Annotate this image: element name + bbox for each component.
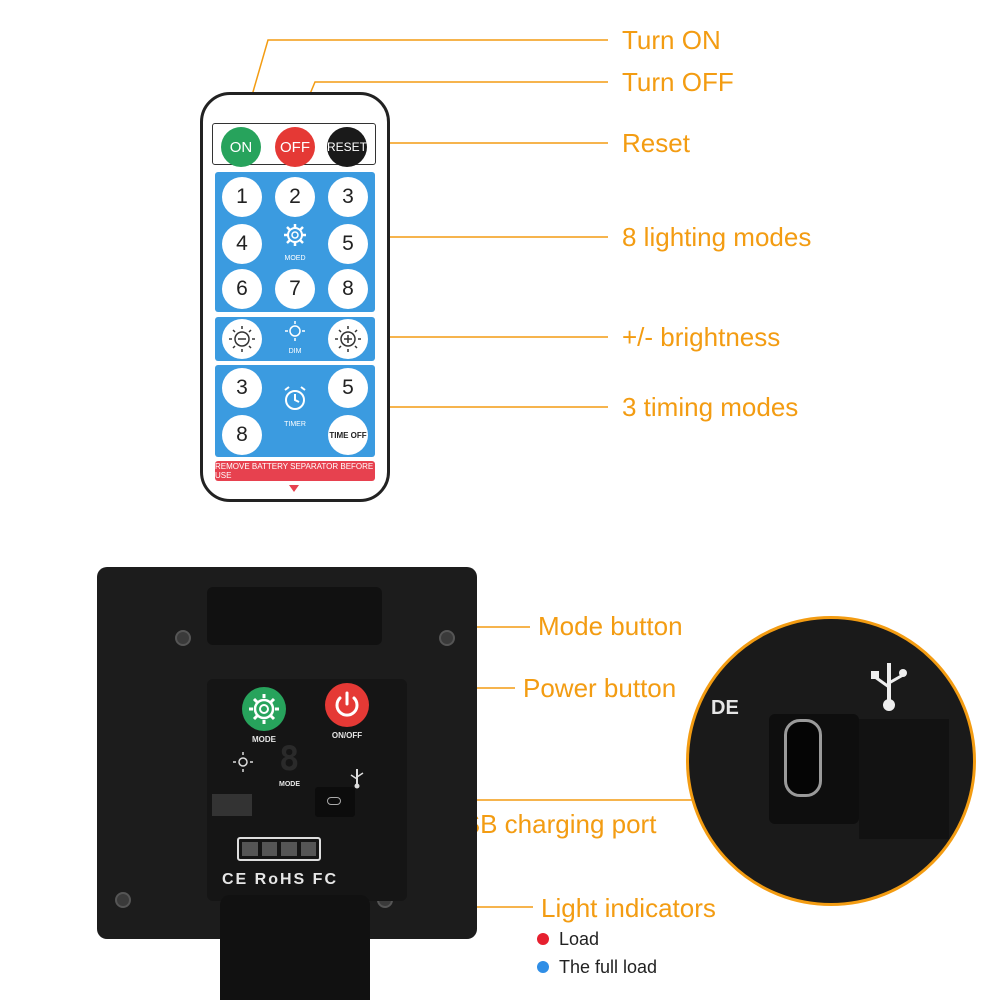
usb-c-port-icon[interactable] xyxy=(327,797,341,805)
battery-warning: REMOVE BATTERY SEPARATOR BEFORE USE xyxy=(215,461,375,481)
off-button[interactable]: OFF xyxy=(275,127,315,167)
mode-key-4[interactable]: 4 xyxy=(222,224,262,264)
dim-caption: DIM xyxy=(288,348,302,355)
callout-mode-button: Mode button xyxy=(538,611,683,641)
mode-caption: MOED xyxy=(284,255,306,262)
usb-icon xyxy=(871,663,907,711)
power-icon xyxy=(335,691,359,717)
timer-key-5[interactable]: 5 xyxy=(328,368,368,408)
closeup-mode-text: DE xyxy=(711,697,739,719)
closeup-cover xyxy=(859,719,949,839)
usb-icon xyxy=(350,769,364,789)
gear-icon xyxy=(249,694,279,724)
mode-button[interactable] xyxy=(242,687,286,731)
digit-caption: MODE xyxy=(279,781,300,788)
callout-turn-on: Turn ON xyxy=(622,25,721,55)
sun-icon xyxy=(233,752,253,772)
brightness-panel: DIM xyxy=(215,317,375,361)
light-controller: MODE ON/OFF 8 MODE CE RoH xyxy=(97,567,477,939)
callout-power-button: Power button xyxy=(523,673,677,703)
time-off-button[interactable]: TIME OFF xyxy=(328,415,368,455)
timer-key-3[interactable]: 3 xyxy=(222,368,262,408)
screw xyxy=(439,630,455,646)
reset-button[interactable]: RESET xyxy=(327,127,367,167)
callout-timing-modes: 3 timing modes xyxy=(622,392,799,422)
mount-clip xyxy=(207,587,382,645)
callout-turn-off: Turn OFF xyxy=(622,67,734,97)
legend-full-load: The full load xyxy=(559,957,658,977)
control-panel: MODE ON/OFF 8 MODE CE RoH xyxy=(207,679,407,901)
brightness-up-button[interactable] xyxy=(328,319,368,359)
mode-key-8[interactable]: 8 xyxy=(328,269,368,309)
sun-plus-icon xyxy=(335,326,361,352)
sun-minus-icon xyxy=(229,326,255,352)
screw xyxy=(175,630,191,646)
power-button-label: ON/OFF xyxy=(331,731,363,740)
callout-light-indicators: Light indicators xyxy=(541,893,716,923)
legend-full-load-dot xyxy=(537,961,549,973)
timer-panel: 3 TIMER 5 8 TIME OFF xyxy=(215,365,375,457)
usb-c-port-cover xyxy=(315,787,355,817)
brightness-down-button[interactable] xyxy=(222,319,262,359)
callout-brightness: +/- brightness xyxy=(622,322,781,352)
mode-key-2[interactable]: 2 xyxy=(275,177,315,217)
mode-key-1[interactable]: 1 xyxy=(222,177,262,217)
alarm-clock-icon xyxy=(284,386,306,410)
legend-load-dot xyxy=(537,933,549,945)
callout-reset: Reset xyxy=(622,128,690,158)
timer-key-8[interactable]: 8 xyxy=(222,415,262,455)
mount-stand xyxy=(220,895,370,1000)
battery-icon xyxy=(237,837,321,861)
power-button[interactable] xyxy=(325,683,369,727)
timer-caption: TIMER xyxy=(284,421,306,428)
gear-icon xyxy=(284,224,306,246)
indicator-window xyxy=(212,794,252,816)
mode-key-7[interactable]: 7 xyxy=(275,269,315,309)
mode-digit-display: 8 xyxy=(279,739,300,779)
certification-marks: CE RoHS FC xyxy=(222,871,338,888)
usb-port-closeup: DE xyxy=(686,616,976,906)
screw xyxy=(115,892,131,908)
remote-control: ON OFF RESET 1 2 3 4 MOED 5 6 7 8 xyxy=(200,92,390,502)
callout-usb-port: USB charging port xyxy=(444,809,657,839)
mode-key-5[interactable]: 5 xyxy=(328,224,368,264)
mode-key-6[interactable]: 6 xyxy=(222,269,262,309)
mode-key-3[interactable]: 3 xyxy=(328,177,368,217)
callout-lighting-modes: 8 lighting modes xyxy=(622,222,812,252)
mode-panel: 1 2 3 4 MOED 5 6 7 8 xyxy=(215,172,375,312)
usb-c-port-icon[interactable] xyxy=(784,719,822,797)
mode-button-label: MODE xyxy=(252,735,276,744)
legend-load: Load xyxy=(559,929,600,949)
on-button[interactable]: ON xyxy=(221,127,261,167)
pull-tab-arrow-icon xyxy=(289,485,299,492)
sun-icon xyxy=(285,321,305,341)
